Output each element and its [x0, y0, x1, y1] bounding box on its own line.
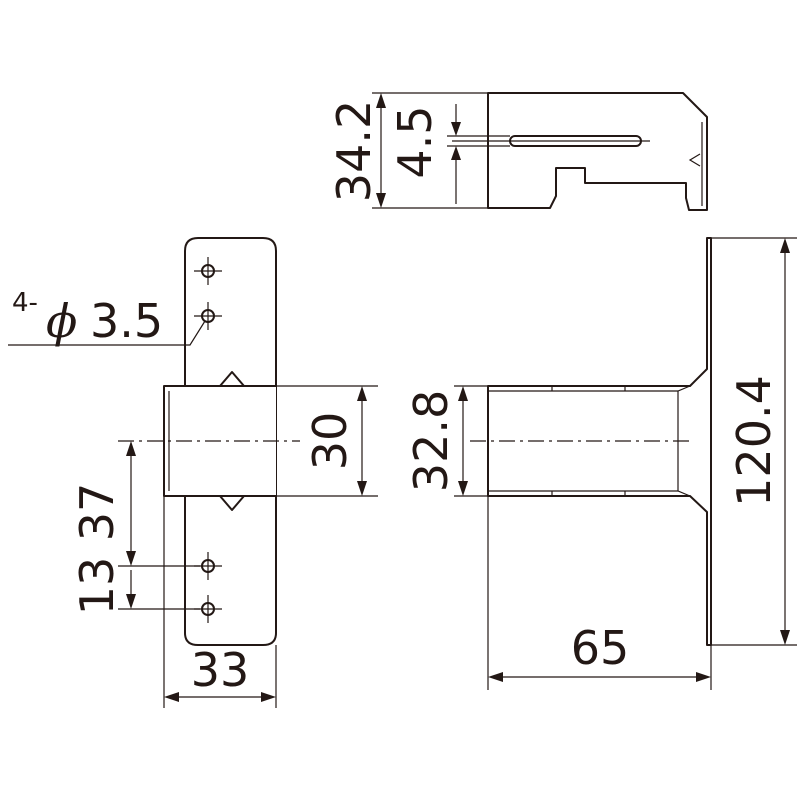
dim-120-4-label: 120.4: [727, 375, 781, 507]
dim-37-arrow-top: [126, 441, 136, 456]
dim-65-arrow-right: [696, 672, 711, 682]
dim-4-5-arrow-bottom: [451, 146, 461, 160]
front-view-tab-top: [219, 371, 245, 387]
dim-120-4-arrow-bottom: [780, 630, 790, 645]
dim-30-arrow-top: [357, 386, 367, 401]
front-view-plate: [184, 237, 277, 646]
dim-32-8-label: 32.8: [404, 390, 458, 492]
dim-33-label: 33: [191, 643, 250, 697]
top-view-tab: [688, 153, 701, 167]
dim-32-8-arrow-top: [458, 386, 468, 401]
hole-diameter-label: 3.5: [90, 294, 163, 348]
hole-phi-symbol: ϕ: [46, 294, 77, 348]
dim-34-2-arrow-bottom: [376, 193, 386, 208]
top-view: 34.2 4.5: [327, 92, 708, 211]
front-view-hole-2: [194, 302, 222, 330]
side-view-edge-bottom: [551, 491, 626, 496]
dim-33-arrow-right: [261, 692, 276, 702]
dim-33-arrow-left: [164, 692, 179, 702]
dim-32-8-arrow-bottom: [458, 481, 468, 496]
dim-13-label: 13: [70, 557, 124, 616]
hole-leader-line: [8, 320, 206, 346]
front-view: 4- ϕ 3.5 30 37 13 33: [8, 237, 378, 708]
front-view-tab-bottom: [219, 495, 245, 511]
dim-37-arrow-bottom: [126, 551, 136, 566]
dim-30-arrow-bottom: [357, 481, 367, 496]
dim-120-4-arrow-top: [780, 238, 790, 253]
side-view: 32.8 120.4 65: [404, 237, 797, 690]
dim-37-label: 37: [70, 483, 124, 542]
dim-65-label: 65: [571, 621, 630, 675]
dim-13-arrow-bottom: [126, 594, 136, 609]
dim-4-5-arrow-top: [451, 122, 461, 136]
front-view-hole-1: [194, 257, 222, 285]
dim-34-2-arrow-top: [376, 93, 386, 108]
dim-34-2-label: 34.2: [327, 100, 381, 202]
side-view-edge-top: [551, 386, 626, 391]
dim-65-arrow-left: [488, 672, 503, 682]
top-view-outline: [487, 92, 708, 211]
dim-30-label: 30: [303, 412, 357, 471]
hole-count-label: 4-: [12, 288, 38, 318]
dim-4-5-label: 4.5: [388, 105, 442, 178]
